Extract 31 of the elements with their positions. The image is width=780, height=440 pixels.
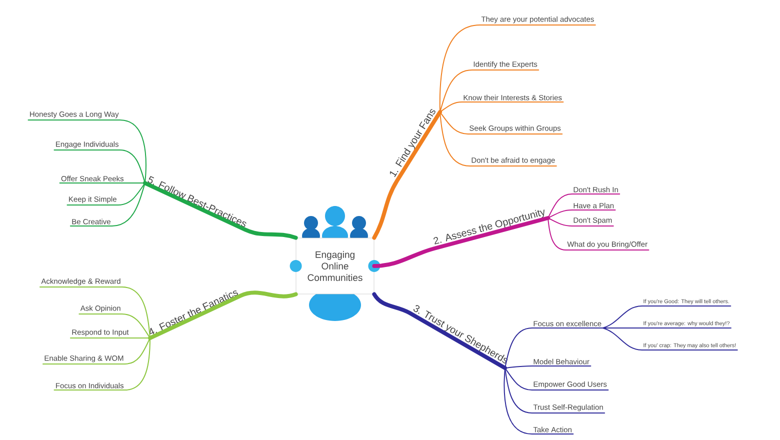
branch-line [28,120,146,184]
branch-line [439,24,596,112]
branch-line [66,182,146,206]
branch-line [59,182,146,184]
branch-line [54,150,146,184]
branch-line [602,306,732,328]
branch-line [148,290,298,340]
branch-line [372,292,507,370]
branch-line [440,112,557,166]
branch-line [372,216,550,268]
branch-line [440,102,564,112]
branch-line [143,181,298,240]
branch-line [78,314,150,338]
branch-line [602,328,738,350]
branch-line [548,218,650,250]
central-topic-box: Engaging Online Communities [296,238,374,294]
branch-line [504,368,574,434]
branch-line [548,210,616,218]
branch-line [39,286,150,338]
branch-line [42,338,150,364]
branch-line [504,366,592,368]
branch-line [440,70,540,112]
branch-line [504,368,609,390]
branch-line [54,338,150,390]
branch-line [504,328,604,368]
branch-line [548,218,614,226]
branch-line [504,368,606,414]
branch-line [440,112,563,134]
branch-line [70,182,146,226]
branch-line [372,110,442,240]
branch-line [548,194,620,218]
